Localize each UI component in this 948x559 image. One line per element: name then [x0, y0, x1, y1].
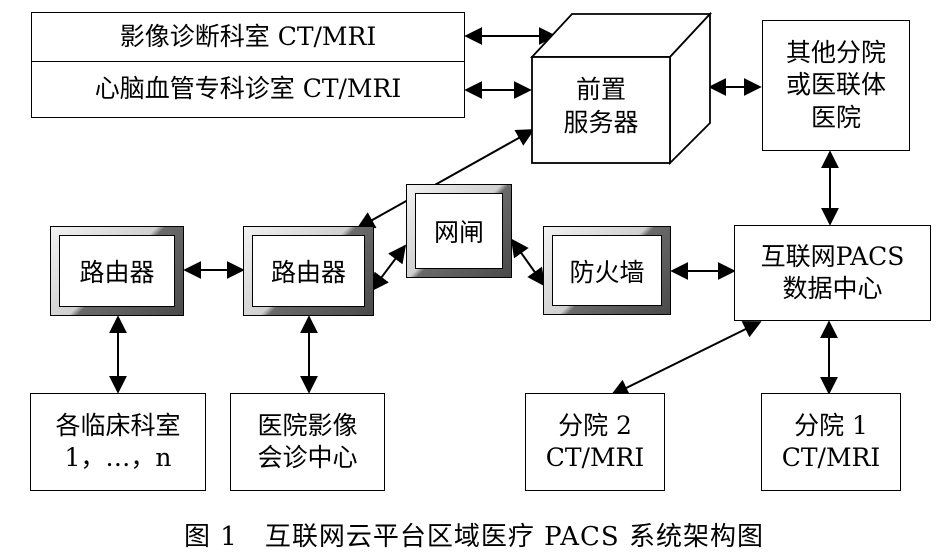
firewall-inner: 防火墙 [552, 235, 662, 306]
router-left-label: 路由器 [79, 258, 155, 287]
other-branch-line1: 其他分院 [785, 37, 886, 67]
firewall-label: 防火墙 [569, 257, 645, 287]
firewall-box: 防火墙 [543, 226, 671, 315]
branch1-line1: 分院 1 [794, 410, 868, 440]
branch2-line2: CT/MRI [545, 443, 645, 472]
pacs-center-line1: 互联网PACS [760, 241, 905, 271]
imaging-consult-line1: 医院影像 [257, 410, 358, 440]
other-branch-line3: 医院 [810, 102, 861, 132]
gateway-box: 网闸 [406, 184, 512, 278]
imaging-consult-box: 医院影像 会诊中心 [230, 393, 385, 491]
clinical-depts-line1: 各临床科室 [55, 410, 181, 440]
gateway-label: 网闸 [433, 218, 484, 247]
branch1-line2: CT/MRI [781, 443, 881, 472]
figure-caption: 图 1 互联网云平台区域医疗 PACS 系统架构图 [184, 522, 764, 552]
router-left-box: 路由器 [50, 226, 184, 316]
arrow-gateway-firewall [510, 238, 546, 287]
arrow-router-gateway [370, 244, 407, 292]
pacs-center-box: 互联网PACS 数据中心 [734, 225, 931, 321]
branch2-box: 分院 2 CT/MRI [525, 393, 665, 491]
clinical-depts-box: 各临床科室 1，…，n [30, 393, 206, 491]
arrow-pacs-branch2 [610, 321, 762, 396]
router-mid-label: 路由器 [270, 258, 346, 287]
front-server-line1: 前置 [575, 75, 626, 104]
other-branch-box: 其他分院 或医联体 医院 [762, 20, 910, 151]
imaging-consult-line2: 会诊中心 [257, 443, 358, 472]
imaging-dept-box: 影像诊断科室 CT/MRI [31, 12, 465, 62]
cardio-dept-label: 心脑血管专科诊室 CT/MRI [94, 74, 402, 104]
branch1-box: 分院 1 CT/MRI [761, 393, 901, 491]
router-mid-inner: 路由器 [252, 235, 365, 307]
gateway-inner: 网闸 [415, 193, 503, 269]
pacs-center-line2: 数据中心 [782, 274, 883, 303]
cardio-dept-box: 心脑血管专科诊室 CT/MRI [31, 61, 465, 118]
arrow-server-router [356, 129, 535, 229]
front-server-cube [529, 11, 713, 166]
clinical-depts-line2: 1，…，n [64, 443, 172, 472]
other-branch-line2: 或医联体 [785, 70, 886, 100]
imaging-dept-label: 影像诊断科室 CT/MRI [119, 21, 377, 51]
branch2-line1: 分院 2 [558, 410, 632, 440]
router-left-inner: 路由器 [59, 235, 175, 307]
front-server-label: 前置 服务器 [532, 74, 670, 139]
router-mid-box: 路由器 [243, 226, 374, 316]
front-server-line2: 服务器 [563, 107, 639, 137]
